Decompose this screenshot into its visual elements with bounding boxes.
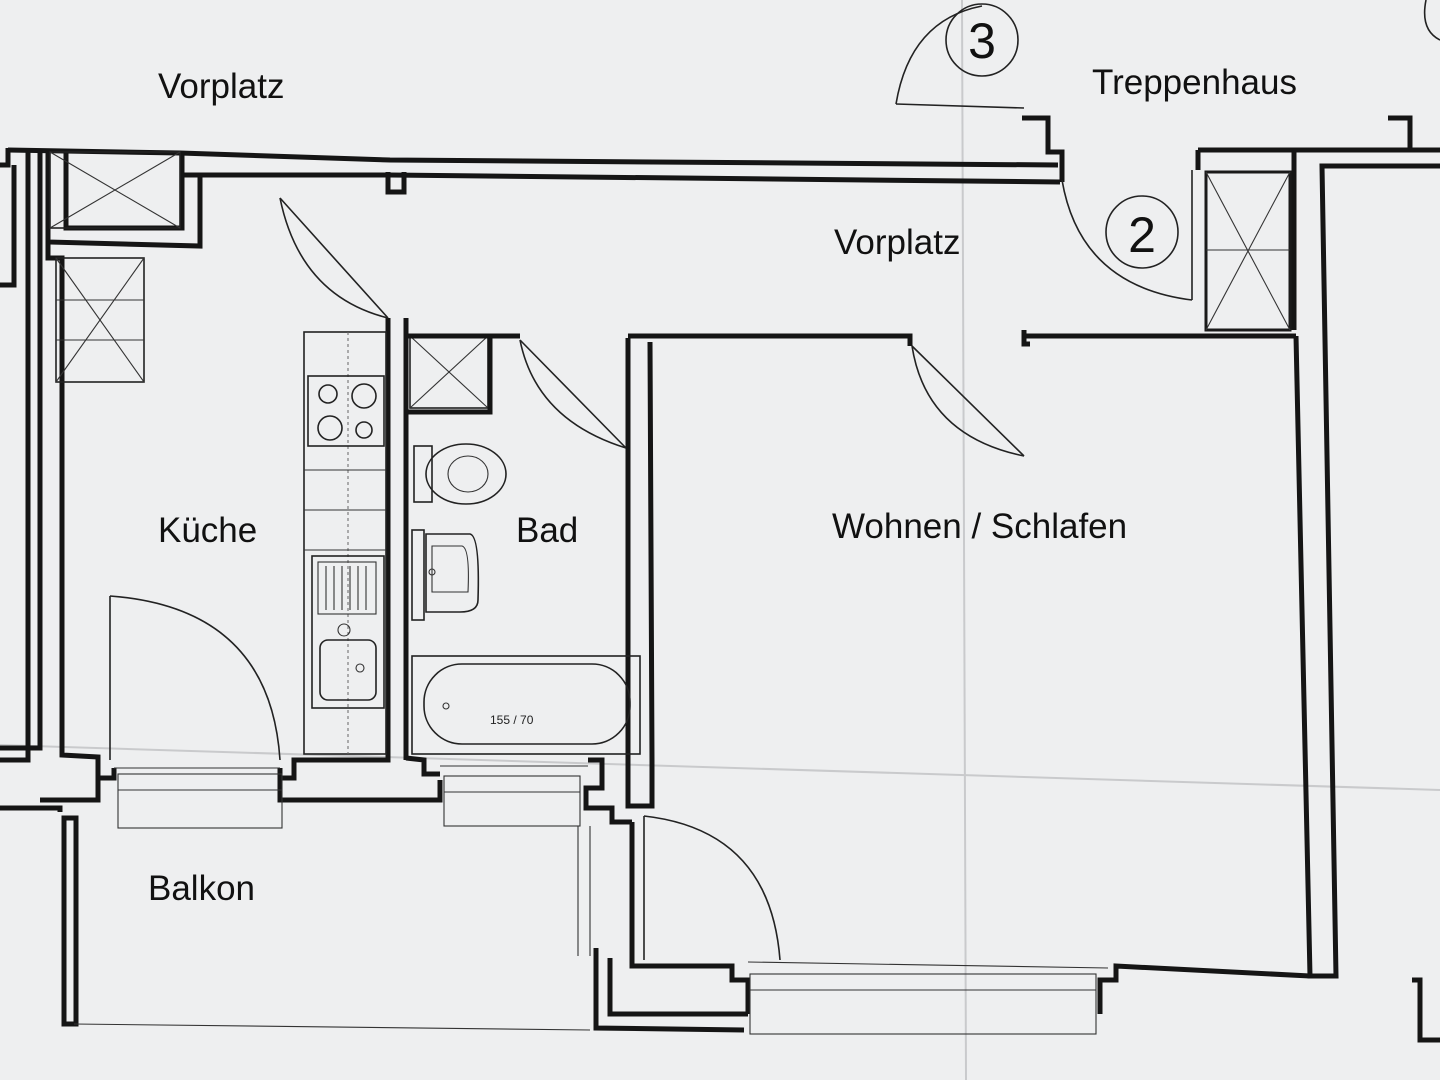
- room-label-wohnen-schlafen: Wohnen / Schlafen: [832, 507, 1127, 546]
- bathtub-icon: 155 / 70: [411, 655, 641, 755]
- room-label-treppenhaus: Treppenhaus: [1092, 63, 1297, 102]
- shaft-icon: [409, 335, 489, 409]
- stove-icon: [307, 375, 385, 447]
- door-number-3: 3: [968, 13, 996, 69]
- living-room-walls: [629, 163, 1440, 1043]
- corridor-wall: [7, 115, 1440, 330]
- living-room-window: [747, 961, 1109, 1035]
- room-label-kueche: Küche: [158, 511, 257, 550]
- sink-icon: [311, 555, 385, 709]
- door-number-marker-3: 3: [945, 3, 1019, 77]
- shaft-icon: [55, 257, 145, 383]
- door-swing-icon: [911, 345, 1025, 457]
- shaft-icon: [1204, 170, 1292, 332]
- door-swing-icon: [643, 815, 781, 961]
- door-swing-icon: [1423, 0, 1440, 41]
- door-number-marker-2: 2: [1105, 195, 1179, 269]
- door-swing-icon: [109, 595, 283, 829]
- shaft-icon: [49, 151, 181, 229]
- door-swing-icon: [1061, 170, 1193, 301]
- door-swing-icon: [279, 197, 389, 319]
- room-label-balkon: Balkon: [148, 869, 255, 908]
- room-label-bad: Bad: [516, 511, 578, 550]
- left-unit-walls: [0, 148, 43, 763]
- balcony-walls: [0, 805, 748, 1033]
- room-label-vorplatz-top: Vorplatz: [158, 67, 284, 106]
- room-label-vorplatz-hall: Vorplatz: [834, 223, 960, 262]
- kitchen-walls: [40, 150, 443, 803]
- door-number-2: 2: [1128, 207, 1156, 263]
- toilet-icon: [413, 443, 507, 505]
- bathroom-window: [440, 765, 588, 827]
- kitchen-counter: [303, 331, 387, 755]
- door-swing-icon: [519, 339, 627, 449]
- bathtub-size-label: 155 / 70: [490, 713, 534, 727]
- washbasin-icon: [411, 529, 480, 621]
- door-swing-icon: [895, 5, 1025, 109]
- bathroom-walls: [403, 318, 913, 825]
